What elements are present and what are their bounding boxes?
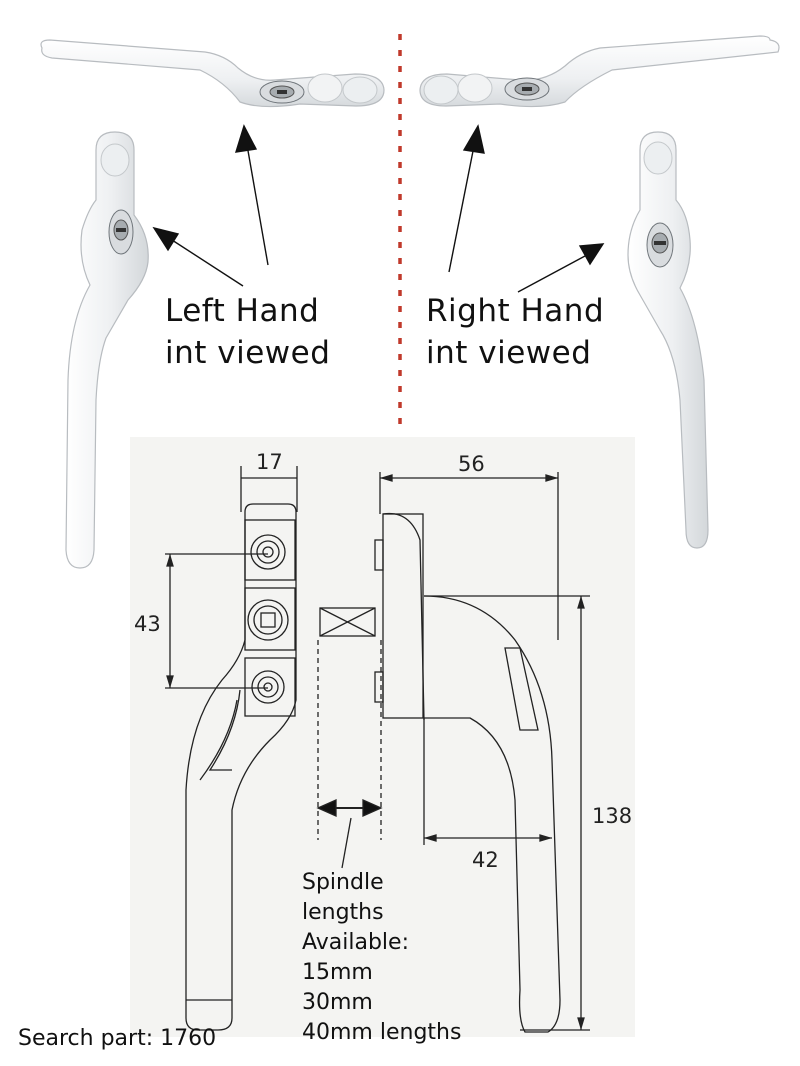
dimension-138: 138 [592,804,633,828]
dimension-43: 43 [134,612,161,636]
spindle-line: 40mm lengths [302,1020,462,1045]
spindle-note: Spindle lengths Available: 15mm 30mm 40m… [302,868,461,1048]
search-part-label: Search part: 1760 [18,1026,217,1051]
dimension-42: 42 [472,848,499,872]
lock-cylinder-icon [646,222,674,268]
right-hand-line1: Right Hand [426,293,605,329]
arrow-icon [152,124,605,293]
lock-cylinder-icon [108,209,134,255]
left-hand-line2: int viewed [165,335,331,371]
spindle-line: 15mm [302,960,373,985]
lock-cylinder-icon [259,80,305,104]
dimension-17: 17 [256,450,283,474]
dimension-56: 56 [458,452,485,476]
spindle-line: Available: [302,930,409,955]
spindle-line: Spindle [302,870,384,895]
left-hand-label: Left Hand int viewed [165,290,330,374]
lock-cylinder-icon [504,77,550,101]
spindle-line: lengths [302,900,384,925]
right-hand-line2: int viewed [426,335,592,371]
right-hand-label: Right Hand int viewed [426,290,604,374]
left-hand-line1: Left Hand [165,293,320,329]
spindle-line: 30mm [302,990,373,1015]
